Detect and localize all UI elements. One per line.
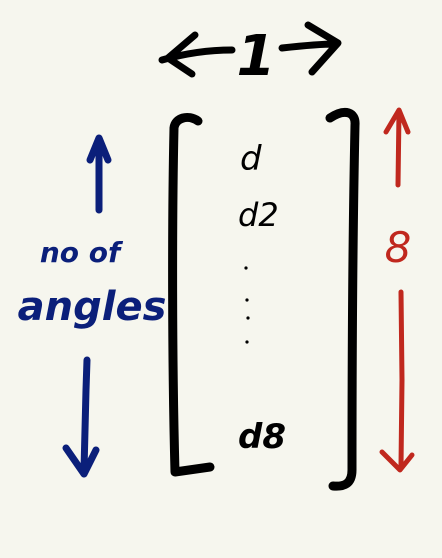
matrix-entry-first: d: [240, 139, 262, 179]
red-down-arrow-icon: [379, 289, 415, 473]
top-width-indicator: [158, 21, 342, 78]
left-annotation-line-2: angles: [18, 284, 167, 330]
right-annotation: 8: [379, 107, 415, 473]
right-arrow-icon: [278, 21, 342, 76]
top-width-label: 1: [237, 24, 276, 89]
left-annotation: no of angles: [18, 134, 167, 478]
matrix-brackets: [168, 107, 360, 491]
left-annotation-line-1: no of: [40, 236, 124, 269]
down-arrow-icon: [62, 356, 100, 478]
matrix-entry-last: d8: [238, 417, 286, 457]
matrix-entry-second: d2: [238, 196, 279, 234]
red-up-arrow-icon: [383, 107, 411, 188]
right-annotation-label: 8: [385, 223, 412, 272]
up-arrow-icon: [86, 134, 112, 214]
left-arrow-icon: [158, 31, 236, 78]
matrix-entries: d d2 d8: [238, 139, 286, 457]
matrix-ellipsis-dots: [244, 266, 250, 344]
right-bracket: [325, 107, 360, 491]
left-bracket: [168, 113, 215, 477]
